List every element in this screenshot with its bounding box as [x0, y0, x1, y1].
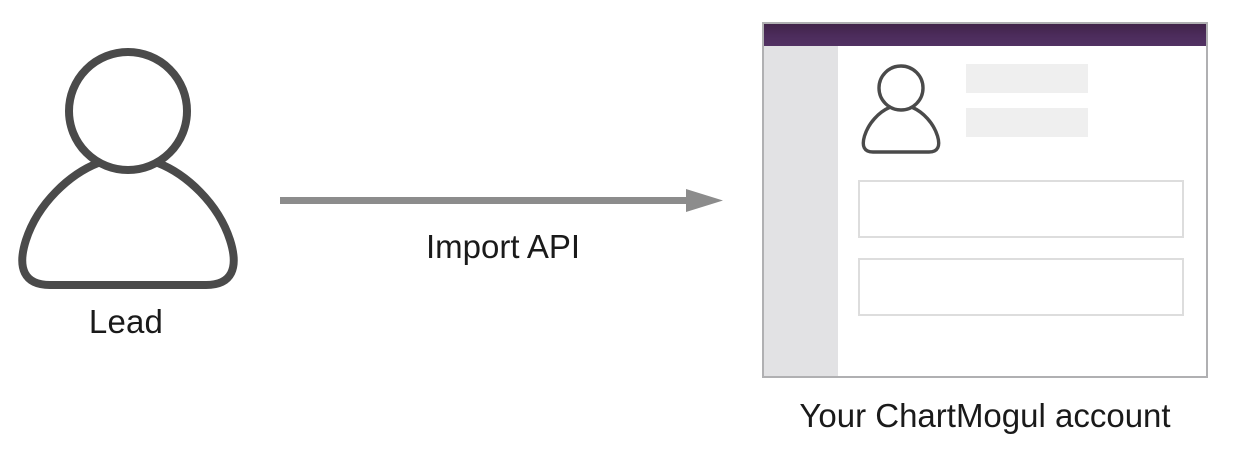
person-outline-icon [10, 40, 246, 290]
customer-profile-row [860, 60, 1180, 160]
person-outline-icon [860, 60, 942, 156]
app-body [764, 46, 1206, 376]
activity-panel[interactable] [858, 258, 1184, 316]
arrow-right-icon [280, 175, 726, 228]
app-content-area [838, 46, 1206, 376]
navigation-sidebar[interactable] [764, 46, 838, 376]
customer-name-placeholder [966, 64, 1088, 93]
source-node-lead: Lead [0, 0, 260, 380]
customer-meta-placeholder [966, 108, 1088, 137]
app-titlebar [764, 24, 1206, 46]
target-node-caption: Your ChartMogul account [799, 397, 1171, 434]
flow-arrow-group: Import API [280, 175, 730, 285]
source-node-label: Lead [88, 303, 164, 340]
chartmogul-app-window [762, 22, 1208, 378]
flow-arrow-label: Import API [425, 228, 581, 265]
subscription-panel[interactable] [858, 180, 1184, 238]
